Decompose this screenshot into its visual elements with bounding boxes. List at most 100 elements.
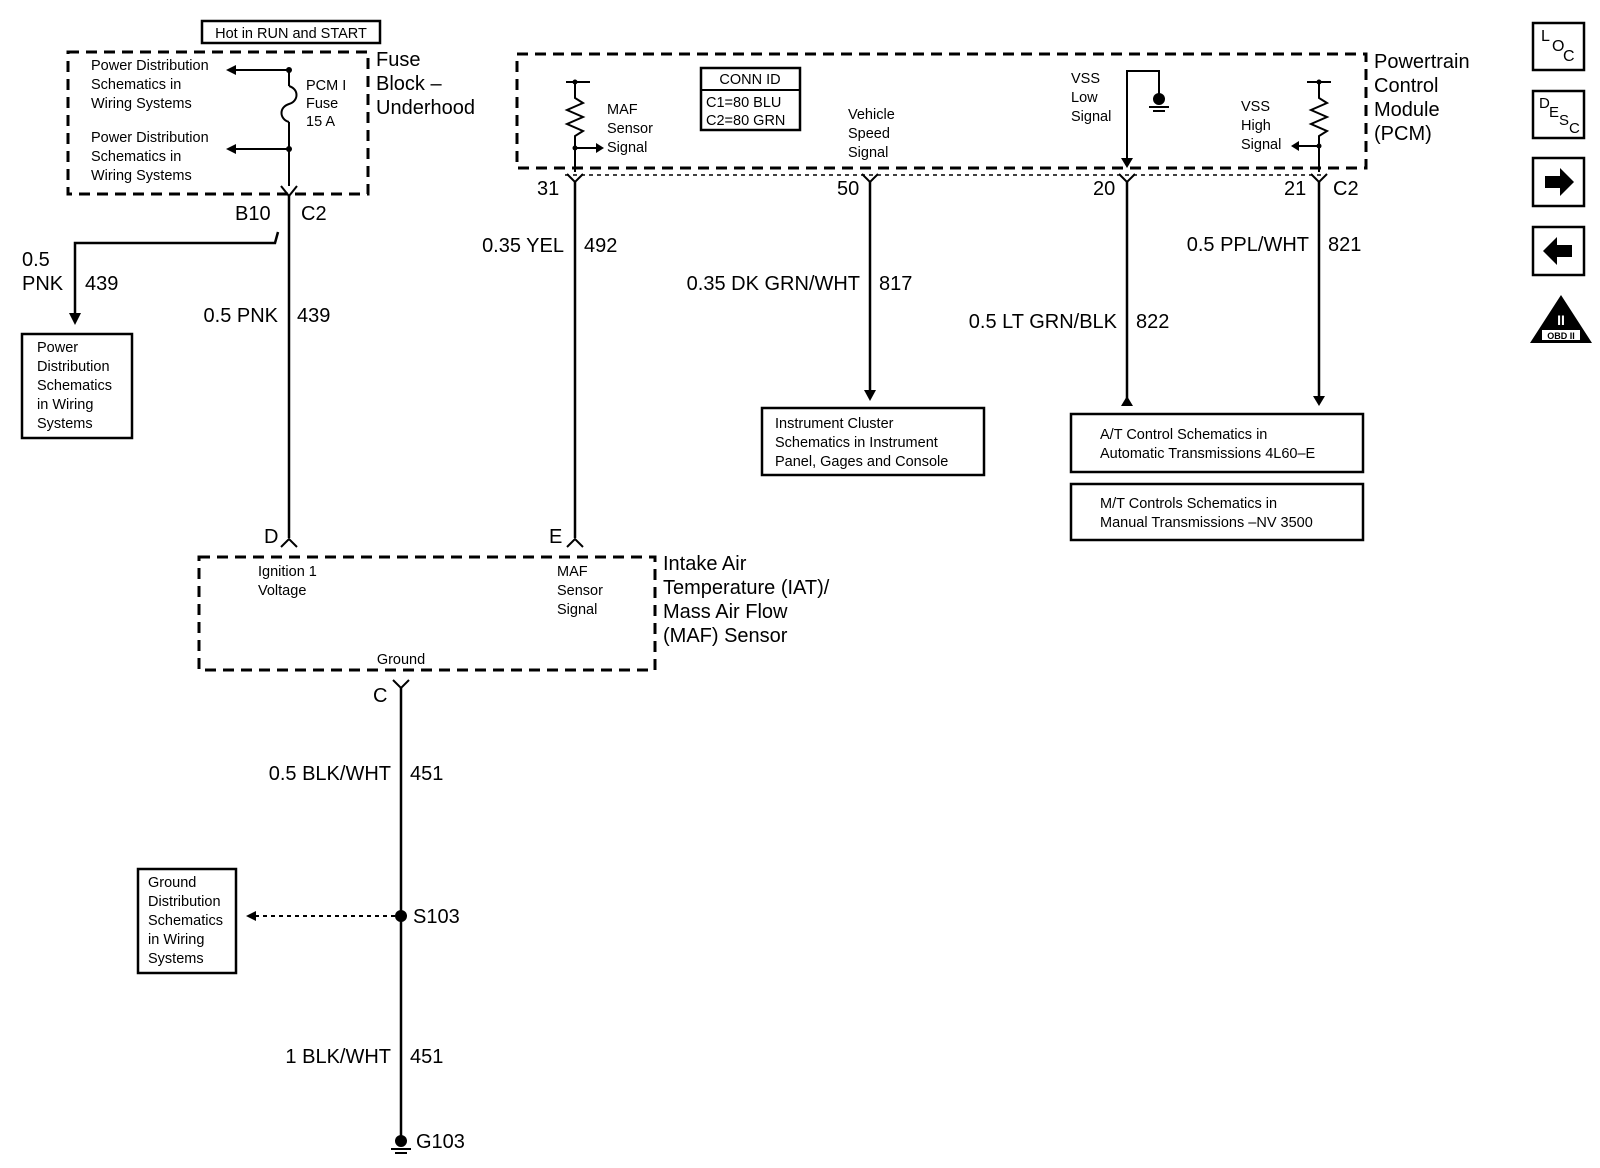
sensor-ignition-1: Ignition 1: [258, 564, 317, 580]
ref-power-distribution-line-4: in Wiring: [37, 397, 93, 413]
loc-letter-l: L: [1541, 28, 1550, 45]
obd2-text-plate: [1542, 330, 1580, 340]
ref-ground-line-4: in Wiring: [148, 932, 204, 948]
maf-sensor: D E Intake Air Temperature (IAT)/ Mass A…: [197, 526, 830, 707]
pin-d-label: D: [264, 526, 278, 548]
maf-sensor-title-2: Temperature (IAT)/: [663, 577, 830, 599]
pcm-vss-low-3: Signal: [1071, 109, 1111, 125]
fuse-block-title-2: Block –: [376, 73, 442, 95]
pcm-vss-high-3: Signal: [1241, 137, 1281, 153]
ref-ground-line-3: Schematics: [148, 913, 223, 929]
desc-letter-c: C: [1569, 120, 1580, 137]
ref-instrument-line-1: Instrument Cluster: [775, 416, 894, 432]
pnk-branch-arrowhead: [69, 313, 81, 325]
desc-letter-e: E: [1549, 104, 1559, 121]
pin-21-label: 21: [1284, 178, 1306, 200]
arrow-left-icon: [1543, 237, 1572, 265]
ref-at-control[interactable]: [1069, 412, 1365, 474]
arrow-right-icon: [1545, 168, 1574, 196]
pcm-vss-low-1: VSS: [1071, 71, 1100, 87]
pcm-wires: 0.35 YEL 492 0.35 DK GRN/WHT 817 0.5 LT …: [482, 182, 1365, 542]
blk1-circuit: 451: [410, 763, 443, 785]
maf-signal-node: [572, 145, 578, 151]
pd-top-line-3: Wiring Systems: [91, 96, 192, 112]
ground-g103-symbol: [395, 1135, 407, 1147]
ref-ground-distribution[interactable]: [136, 867, 238, 975]
pnk-main-gauge: 0.5 PNK: [204, 305, 279, 327]
pcm-maf-label-3: Signal: [607, 140, 647, 156]
pnk-branch-circuit: 439: [85, 273, 118, 295]
ref-instrument-line-3: Panel, Gages and Console: [775, 454, 948, 470]
maf-sensor-title-4: (MAF) Sensor: [663, 625, 788, 647]
fuse-block-title-1: Fuse: [376, 49, 420, 71]
maf-resistor: [564, 82, 586, 172]
hot-label-box: [200, 19, 382, 45]
ref-ground-line-1: Ground: [148, 875, 196, 891]
ref-power-distribution-line-3: Schematics: [37, 378, 112, 394]
desc-button[interactable]: D E S C: [1531, 89, 1586, 140]
ref-mt-line-2: Manual Transmissions –NV 3500: [1100, 515, 1313, 531]
pcm-maf-label-1: MAF: [607, 102, 638, 118]
ref-at-line-1: A/T Control Schematics in: [1100, 427, 1267, 443]
blk2-circuit: 451: [410, 1046, 443, 1068]
pcm-vehicle-speed-3: Signal: [848, 145, 888, 161]
dkgrn-arrowhead: [864, 390, 876, 401]
blk1-gauge: 0.5 BLK/WHT: [269, 763, 391, 785]
obd2-button[interactable]: II OBD II: [1530, 295, 1592, 343]
conn-id-c1: C1=80 BLU: [706, 95, 781, 111]
ppl-gauge: 0.5 PPL/WHT: [1187, 234, 1309, 256]
vss-low-arrowhead: [1121, 158, 1133, 168]
fuse-symbol: [280, 85, 298, 123]
ref-ground-line-5: Systems: [148, 951, 204, 967]
blk2-gauge: 1 BLK/WHT: [285, 1046, 391, 1068]
ground-circuit: 0.5 BLK/WHT 451 1 BLK/WHT 451 S103 Groun…: [136, 688, 465, 1154]
ref-power-distribution[interactable]: [20, 332, 134, 440]
ref-instrument-line-2: Schematics in Instrument: [775, 435, 938, 451]
pcm-title-1: Powertrain: [1374, 51, 1470, 73]
pin-50-label: 50: [837, 178, 859, 200]
pnk-branch-gauge-1: 0.5: [22, 249, 50, 271]
maf-sensor-title-3: Mass Air Flow: [663, 601, 788, 623]
ref-mt-line-1: M/T Controls Schematics in: [1100, 496, 1277, 512]
hot-label: Hot in RUN and START: [215, 26, 367, 42]
pnk-wires: 0.5 PNK 439 0.5 PNK 439 Power Distributi…: [20, 196, 330, 538]
vss-high-resistor: [1308, 82, 1330, 172]
splice-label: S103: [413, 906, 460, 928]
vss-low-circuit: [1126, 70, 1160, 160]
ref-mt-control[interactable]: [1069, 482, 1365, 542]
pin-c-symbol: [392, 679, 410, 690]
pd-mid-arrowhead: [226, 144, 236, 154]
pnk-main-circuit: 439: [297, 305, 330, 327]
pcm-vss-high-1: VSS: [1241, 99, 1270, 115]
fuse-connector-label: C2: [301, 203, 327, 225]
fuse-label-2: Fuse: [306, 96, 338, 112]
obd2-numeral: II: [1557, 312, 1565, 328]
maf-sensor-boundary: [197, 555, 657, 672]
ppl-circuit: 821: [1328, 234, 1361, 256]
pin-c-label: C: [373, 685, 387, 707]
ltgrn-arrowhead: [1121, 396, 1133, 406]
previous-page-button[interactable]: [1531, 225, 1586, 277]
pcm-vss-high-2: High: [1241, 118, 1271, 134]
pcm-connector-label: C2: [1333, 178, 1359, 200]
sensor-maf-1: MAF: [557, 564, 588, 580]
pd-mid-line-3: Wiring Systems: [91, 168, 192, 184]
maf-signal-arrowhead: [596, 143, 604, 153]
ground-label: G103: [416, 1131, 465, 1153]
pd-top-line-2: Schematics in: [91, 77, 181, 93]
ref-instrument-cluster[interactable]: [760, 406, 986, 477]
loc-button[interactable]: L O C: [1531, 21, 1586, 72]
nav-buttons: L O C D E S C II OBD II: [1530, 21, 1592, 343]
vss-high-signal-arrowhead: [1291, 141, 1299, 151]
pin-20-label: 20: [1093, 178, 1115, 200]
next-page-button[interactable]: [1531, 156, 1586, 208]
fuse-label-3: 15 A: [306, 114, 335, 130]
ref-power-distribution-line-5: Systems: [37, 416, 93, 432]
pin-d-symbol: [280, 537, 298, 548]
desc-letter-s: S: [1559, 112, 1569, 129]
pnk-branch-gauge-2: PNK: [22, 273, 64, 295]
conn-id-box: [699, 66, 802, 132]
loc-letter-o: O: [1552, 38, 1564, 55]
pcm-title-4: (PCM): [1374, 123, 1432, 145]
conn-id-title: CONN ID: [719, 72, 780, 88]
